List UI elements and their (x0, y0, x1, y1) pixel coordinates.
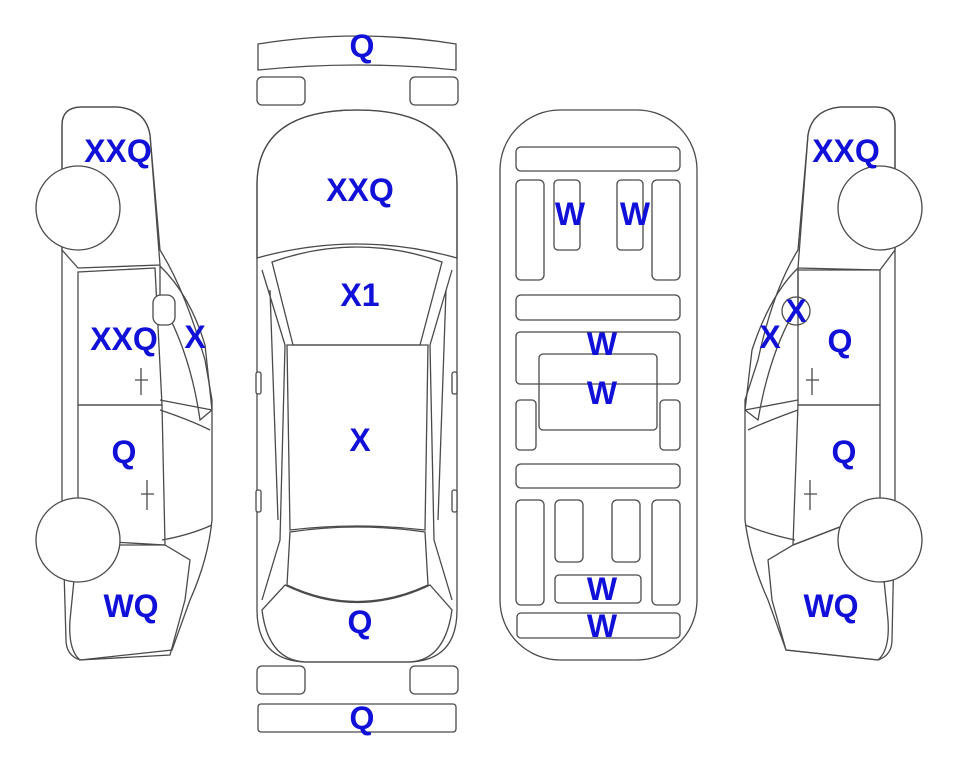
right-mirror (781, 296, 811, 326)
left-pillar (159, 264, 213, 422)
top-front-bumper-label: Q (350, 700, 375, 736)
top-roof (286, 344, 429, 531)
top-hood (261, 584, 453, 663)
top-front-bumper (257, 703, 457, 733)
interior-front-seat-3 (611, 499, 641, 563)
interior-rear-side-left (515, 179, 545, 281)
left-door-window-label: XXQ (90, 321, 158, 357)
right-door-handle-2 (804, 480, 817, 510)
interior-front-console (554, 574, 642, 604)
top-mirror-left-front (255, 489, 262, 513)
interior-middle-row-label: W (587, 326, 618, 362)
right-pillar-panel (744, 266, 799, 422)
interior-front-strip (515, 463, 681, 489)
right-side-view: XXQ X X Q Q WQ (744, 106, 923, 661)
top-view: Q XXQ X1 X Q Q (255, 28, 459, 736)
top-roof-label: X (349, 422, 371, 458)
interior-middle-row (515, 331, 681, 385)
left-trim-line (159, 399, 213, 541)
interior-rear-seat-left (553, 179, 581, 251)
interior-outline (499, 109, 698, 661)
interior-floor-left (515, 399, 537, 451)
interior-front-console-label: W (587, 571, 618, 607)
right-fender-panel (767, 519, 889, 661)
interior-bench-strip (515, 294, 681, 321)
right-pillar-b-label: X (785, 293, 807, 329)
top-rear-window-label: XXQ (326, 172, 394, 208)
left-door-handle-1 (135, 368, 148, 395)
right-door-handle-1 (806, 368, 819, 395)
top-mirror-right-front (451, 489, 458, 513)
right-trim-line (744, 399, 799, 541)
left-door-label: Q (112, 434, 137, 470)
right-pillar-a-label: X (759, 319, 781, 355)
top-rear-glass (256, 109, 458, 259)
top-trunk-label: X1 (340, 277, 379, 313)
left-rear-glass (61, 106, 161, 269)
interior-rear-shelf (515, 146, 681, 172)
top-front-light-right (409, 665, 459, 695)
interior-middle-seat (538, 353, 658, 431)
top-windshield (286, 526, 429, 603)
top-rear-light-right (409, 76, 459, 106)
interior-front-panel-label: W (587, 608, 618, 644)
top-side-lines (261, 269, 453, 601)
left-fender-label: WQ (103, 588, 158, 624)
top-trunk (271, 246, 443, 346)
interior-front-seat-2 (554, 499, 584, 563)
top-mirror-left-rear (255, 371, 262, 395)
left-side-view: XXQ XXQ X Q WQ (35, 106, 213, 661)
right-rear-wheel (837, 165, 923, 251)
right-rear-glass (797, 106, 896, 271)
top-rear-bumper (257, 35, 457, 71)
top-front-light-left (256, 665, 306, 695)
interior-floor-right (659, 399, 681, 451)
left-pillar-label: X (184, 319, 206, 355)
right-rear-door-label: Q (828, 323, 853, 359)
top-rear-bumper-label: Q (350, 28, 375, 64)
interior-rear-side-right (651, 179, 681, 281)
top-rear-light-left (256, 76, 306, 106)
left-rear-wheel (35, 165, 121, 251)
right-rear-window-label: XXQ (812, 133, 880, 169)
left-door-panel (77, 404, 166, 546)
interior-rear-seat-left-label: W (555, 196, 586, 232)
left-fender-panel (69, 539, 191, 661)
right-front-wheel (837, 497, 923, 583)
interior-middle-seat-label: W (587, 375, 618, 411)
top-mirror-right-rear (451, 371, 458, 395)
left-door-handle-2 (141, 480, 154, 510)
interior-front-panel (516, 612, 681, 639)
interior-view: W W W W W W (499, 109, 698, 661)
right-front-door-label: Q (832, 434, 857, 470)
interior-rear-seat-right (616, 179, 644, 251)
left-front-wheel (35, 497, 121, 583)
interior-front-seat-1 (515, 499, 545, 606)
right-fender-label: WQ (803, 588, 858, 624)
left-mirror (152, 294, 176, 326)
top-hood-label: Q (348, 604, 373, 640)
left-rear-window-label: XXQ (84, 133, 152, 169)
interior-front-seat-4 (651, 499, 681, 606)
interior-rear-seat-right-label: W (620, 196, 651, 232)
